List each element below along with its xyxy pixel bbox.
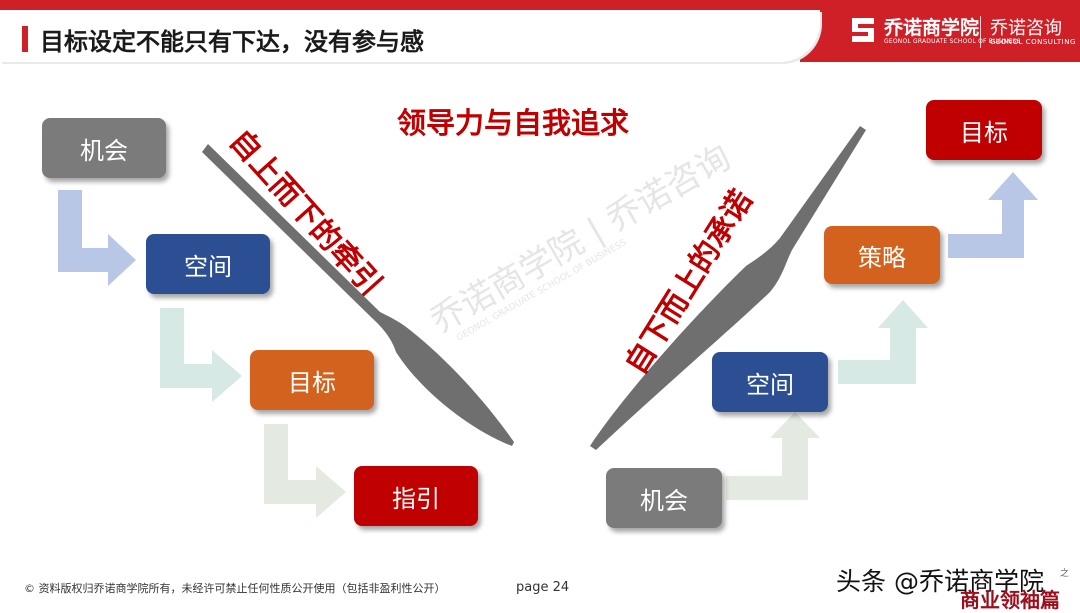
title-accent [22,26,28,52]
left-spike [202,144,514,446]
right-arrow-2 [838,300,928,384]
right-step-opportunity: 机会 [606,468,722,528]
right-step-strategy: 策略 [824,226,940,284]
title-bar [0,10,820,62]
left-step-opportunity: 机会 [42,118,166,178]
right-arrow-1 [726,412,820,500]
logo-consulting-en: GEONOL CONSULTING [990,38,1076,46]
left-step-goal: 目标 [250,350,374,410]
logo-separator [980,16,981,48]
right-arrow-3 [948,172,1038,258]
logo-consulting-cn: 乔诺咨询 [990,18,1062,39]
logo-area [800,0,1080,62]
page-number: page 24 [516,580,570,595]
footer-copyright: © 资料版权归乔诺商学院所有，未经许可禁止任何性质公开使用（包括非盈利性公开） [24,582,446,595]
overlay-small-text: 之 [1060,569,1070,579]
left-step-space: 空间 [146,234,270,294]
left-arrow-2 [160,308,242,402]
left-arrow-1 [58,190,136,286]
left-step-guidance: 指引 [354,466,478,526]
diagram-heading: 领导力与自我追求 [397,106,630,140]
toutiao-watermark: 头条 @乔诺商学院 [836,567,1044,596]
right-step-goal: 目标 [926,100,1042,160]
page-title: 目标设定不能只有下达，没有参与感 [40,28,424,56]
brand-stamp: 商业领袖篇 [960,588,1060,612]
logo-name-cn: 乔诺商学院 [884,17,980,39]
top-red-bar [0,0,1080,10]
right-spike [590,126,866,450]
logo-icon [852,18,874,42]
left-arrow-3 [264,424,346,518]
right-step-space: 空间 [712,352,828,412]
logo-name-en: GEONOL GRADUATE SCHOOL OF BUSINESS [884,38,1021,45]
